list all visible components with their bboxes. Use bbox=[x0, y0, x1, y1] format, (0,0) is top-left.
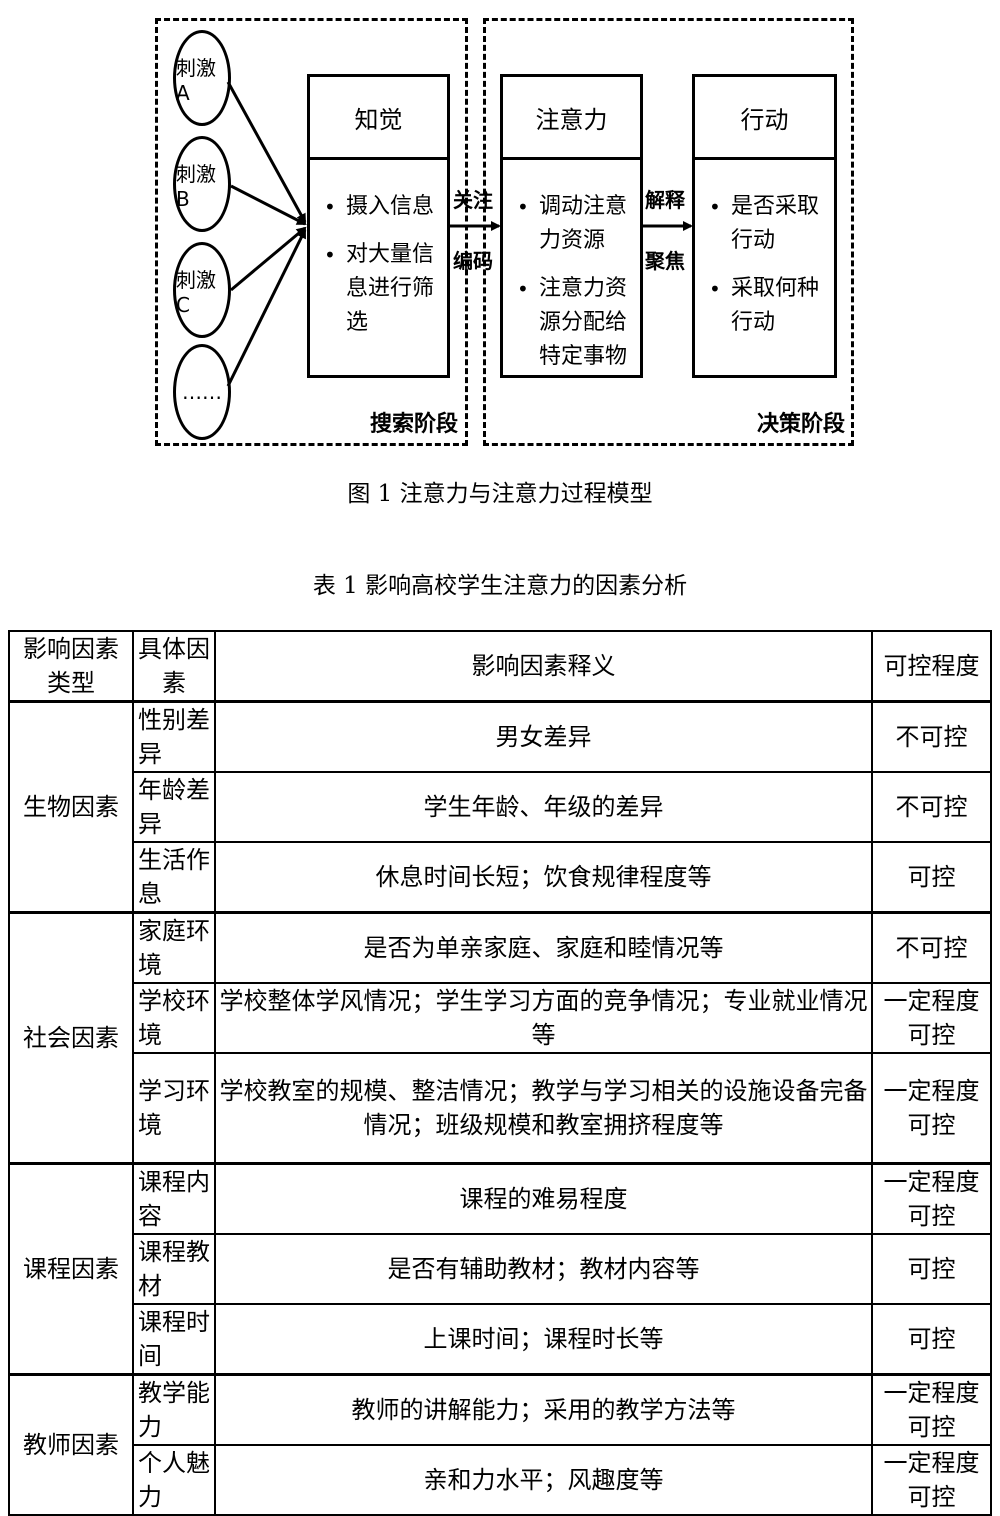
factors-table: 影响因素类型 具体因素 影响因素释义 可控程度 生物因素 性别差异 男女差异 不… bbox=[8, 630, 992, 1516]
table-row: 年龄差异 学生年龄、年级的差异 不可控 bbox=[9, 771, 992, 843]
attention-box: 注意力 调动注意力资源 注意力资源分配给特定事物 bbox=[500, 74, 643, 378]
search-stage-label: 搜索阶段 bbox=[370, 412, 459, 437]
box-item: 是否采取行动 bbox=[709, 190, 826, 258]
connector-label-encode: 编码 bbox=[453, 249, 493, 273]
description-cell: 休息时间长短；饮食规律程度等 bbox=[214, 841, 873, 914]
factor-type-cell: 课程因素 bbox=[8, 1161, 134, 1375]
factor-cell: 课程教材 bbox=[132, 1232, 216, 1305]
factor-cell: 学习环境 bbox=[132, 1052, 216, 1164]
table-row: 学校环境 学校整体学风情况；学生学习方面的竞争情况；专业就业情况等 一定程度可控 bbox=[9, 982, 992, 1054]
control-cell: 可控 bbox=[871, 1232, 992, 1305]
control-cell: 一定程度可控 bbox=[871, 1372, 992, 1446]
description-cell: 学生年龄、年级的差异 bbox=[214, 771, 873, 843]
arrow-stimulus-c bbox=[230, 226, 307, 292]
header-controllability: 可控程度 bbox=[871, 630, 992, 703]
factor-cell: 生活作息 bbox=[132, 841, 216, 914]
flow-arrows bbox=[226, 81, 693, 387]
description-cell: 是否为单亲家庭、家庭和睦情况等 bbox=[214, 911, 873, 984]
table-row: 个人魅力 亲和力水平；风趣度等 一定程度可控 bbox=[9, 1443, 992, 1516]
stimulus-b: 刺激B bbox=[173, 136, 231, 232]
control-cell: 不可控 bbox=[871, 771, 992, 843]
control-cell: 不可控 bbox=[871, 700, 992, 773]
control-cell: 一定程度可控 bbox=[871, 1443, 992, 1516]
box-item: 采取何种行动 bbox=[709, 272, 826, 340]
factor-cell: 家庭环境 bbox=[132, 911, 216, 984]
arrow-stimulus-a bbox=[226, 81, 307, 224]
stimulus-a: 刺激A bbox=[173, 30, 231, 126]
control-cell: 一定程度可控 bbox=[871, 1052, 992, 1164]
table-row: 社会因素 家庭环境 是否为单亲家庭、家庭和睦情况等 不可控 bbox=[8, 911, 992, 1164]
description-cell: 课程的难易程度 bbox=[214, 1161, 873, 1235]
box-title: 注意力 bbox=[503, 77, 640, 160]
box-title: 行动 bbox=[695, 77, 834, 160]
factor-cell: 教学能力 bbox=[132, 1372, 216, 1446]
table-row: 学习环境 学校教室的规模、整洁情况；教学与学习相关的设施设备完备情况；班级规模和… bbox=[9, 1052, 992, 1164]
attention-process-figure: 刺激A 刺激B 刺激C …… 知觉 摄入信息 对大量信息进行筛选 注意力 调动注… bbox=[0, 0, 1000, 460]
figure-caption: 图 1 注意力与注意力过程模型 bbox=[347, 481, 653, 507]
table-row: 生活作息 休息时间长短；饮食规律程度等 可控 bbox=[9, 841, 992, 914]
description-cell: 亲和力水平；风趣度等 bbox=[214, 1443, 873, 1516]
box-item: 注意力资源分配给特定事物 bbox=[517, 272, 632, 374]
table-caption: 表 1 影响高校学生注意力的因素分析 bbox=[312, 573, 688, 599]
table-header-row: 影响因素类型 具体因素 影响因素释义 可控程度 bbox=[8, 630, 992, 703]
description-cell: 学校教室的规模、整洁情况；教学与学习相关的设施设备完备情况；班级规模和教室拥挤程… bbox=[214, 1052, 873, 1164]
factor-cell: 年龄差异 bbox=[132, 771, 216, 843]
connector-label-attend: 关注 bbox=[453, 188, 493, 212]
description-cell: 男女差异 bbox=[214, 700, 873, 773]
connector-label-focus: 聚焦 bbox=[645, 249, 685, 273]
description-cell: 教师的讲解能力；采用的教学方法等 bbox=[214, 1372, 873, 1446]
factor-cell: 学校环境 bbox=[132, 982, 216, 1054]
control-cell: 可控 bbox=[871, 841, 992, 914]
table-row: 课程因素 课程内容 课程的难易程度 一定程度可控 bbox=[8, 1161, 992, 1375]
decision-stage-region bbox=[483, 18, 854, 446]
factor-cell: 课程内容 bbox=[132, 1161, 216, 1235]
box-item: 调动注意力资源 bbox=[517, 190, 632, 258]
description-cell: 上课时间；课程时长等 bbox=[214, 1302, 873, 1375]
header-type: 影响因素类型 bbox=[8, 630, 134, 703]
factor-cell: 个人魅力 bbox=[132, 1443, 216, 1516]
description-cell: 是否有辅助教材；教材内容等 bbox=[214, 1232, 873, 1305]
header-description: 影响因素释义 bbox=[214, 630, 873, 703]
table-row: 课程时间 上课时间；课程时长等 可控 bbox=[9, 1302, 992, 1375]
factor-type-cell: 教师因素 bbox=[8, 1372, 134, 1516]
box-item: 对大量信息进行筛选 bbox=[324, 238, 439, 340]
table-row: 课程教材 是否有辅助教材；教材内容等 可控 bbox=[9, 1232, 992, 1305]
search-stage-region bbox=[155, 18, 468, 446]
control-cell: 可控 bbox=[871, 1302, 992, 1375]
factor-type-cell: 生物因素 bbox=[8, 700, 134, 914]
factor-type-cell: 社会因素 bbox=[8, 911, 134, 1164]
factor-cell: 性别差异 bbox=[132, 700, 216, 773]
decision-stage-label: 决策阶段 bbox=[757, 412, 846, 437]
box-title: 知觉 bbox=[310, 77, 447, 160]
arrow-stimulus-b bbox=[230, 184, 307, 226]
control-cell: 一定程度可控 bbox=[871, 1161, 992, 1235]
stimulus-more: …… bbox=[173, 344, 231, 440]
perception-box: 知觉 摄入信息 对大量信息进行筛选 bbox=[307, 74, 450, 378]
stimulus-c: 刺激C bbox=[173, 242, 231, 338]
box-item: 摄入信息 bbox=[324, 190, 439, 224]
control-cell: 不可控 bbox=[871, 911, 992, 984]
table-row: 教师因素 教学能力 教师的讲解能力；采用的教学方法等 一定程度可控 bbox=[8, 1372, 992, 1516]
arrow-stimulus-more bbox=[226, 228, 307, 387]
action-box: 行动 是否采取行动 采取何种行动 bbox=[692, 74, 837, 378]
table-row: 生物因素 性别差异 男女差异 不可控 bbox=[8, 700, 992, 914]
connector-label-interpret: 解释 bbox=[645, 188, 685, 212]
header-factor: 具体因素 bbox=[132, 630, 216, 703]
factor-cell: 课程时间 bbox=[132, 1302, 216, 1375]
control-cell: 一定程度可控 bbox=[871, 982, 992, 1054]
description-cell: 学校整体学风情况；学生学习方面的竞争情况；专业就业情况等 bbox=[214, 982, 873, 1054]
